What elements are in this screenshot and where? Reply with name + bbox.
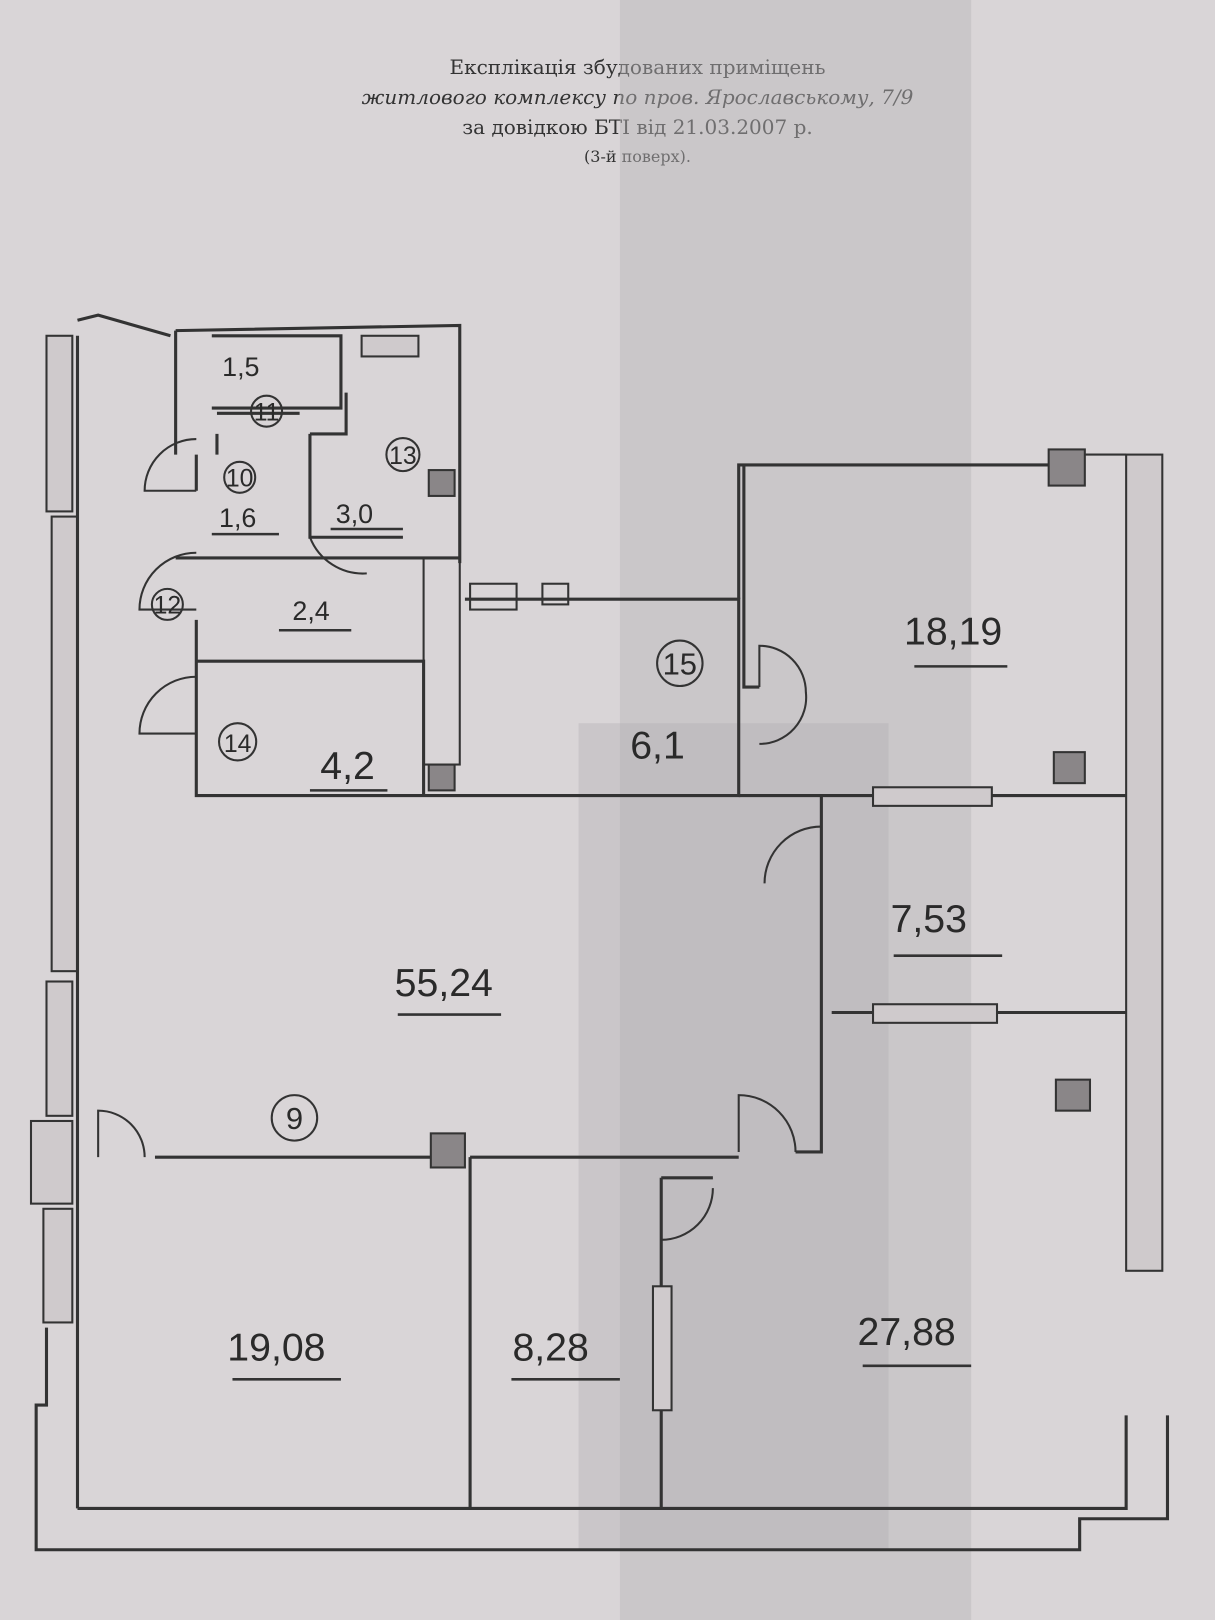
room-dressing: 7,53 bbox=[891, 897, 1003, 957]
room-9-living: 55,24 9 bbox=[270, 961, 502, 1142]
room-number: 15 bbox=[663, 647, 697, 682]
room-area: 4,2 bbox=[320, 744, 375, 788]
room-area: 7,53 bbox=[891, 897, 967, 941]
room-14: 14 4,2 bbox=[217, 722, 388, 792]
room-number: 9 bbox=[286, 1101, 303, 1136]
room-area: 55,24 bbox=[395, 961, 493, 1005]
room-number: 12 bbox=[154, 593, 182, 620]
room-bedroom-4: 27,88 bbox=[858, 1310, 972, 1368]
plan-title: Експлікація збудованих приміщень житлово… bbox=[30, 52, 1215, 172]
room-number: 13 bbox=[389, 443, 417, 470]
room-number: 10 bbox=[226, 466, 254, 493]
title-line-2: житлового комплексу по пров. Ярославсько… bbox=[361, 85, 914, 109]
room-area: 27,88 bbox=[858, 1310, 956, 1354]
room-10: 10 1,6 bbox=[211, 460, 279, 536]
room-area: 18,19 bbox=[904, 610, 1002, 654]
walls bbox=[29, 313, 1170, 1552]
room-area: 3,0 bbox=[336, 499, 373, 529]
copy-noise-band bbox=[619, 0, 972, 1620]
title-line-4: (3-й поверх). bbox=[584, 147, 691, 166]
room-area: 1,5 bbox=[222, 352, 259, 382]
room-number: 14 bbox=[224, 731, 252, 758]
room-area: 19,08 bbox=[227, 1326, 325, 1370]
title-line-3: за довідкою БТІ від 21.03.2007 р. bbox=[462, 115, 813, 139]
room-13: 13 3,0 bbox=[330, 437, 421, 531]
room-12: 12 2,4 bbox=[150, 587, 352, 632]
room-labels: 1,5 11 10 1,6 13 3,0 12 2,4 14 4,2 bbox=[150, 352, 1008, 1381]
room-area: 6,1 bbox=[630, 723, 685, 767]
room-bedroom-2: 19,08 bbox=[227, 1326, 341, 1381]
room-bedroom-1: 18,19 bbox=[904, 610, 1008, 668]
room-bedroom-3: 8,28 bbox=[511, 1326, 620, 1381]
room-area: 2,4 bbox=[292, 596, 329, 626]
room-15: 15 6,1 bbox=[630, 639, 704, 767]
title-line-1: Експлікація збудованих приміщень bbox=[449, 55, 826, 79]
room-11: 1,5 11 bbox=[222, 352, 284, 428]
room-area: 8,28 bbox=[512, 1326, 588, 1370]
room-area: 1,6 bbox=[219, 503, 256, 533]
room-number: 11 bbox=[254, 399, 280, 426]
